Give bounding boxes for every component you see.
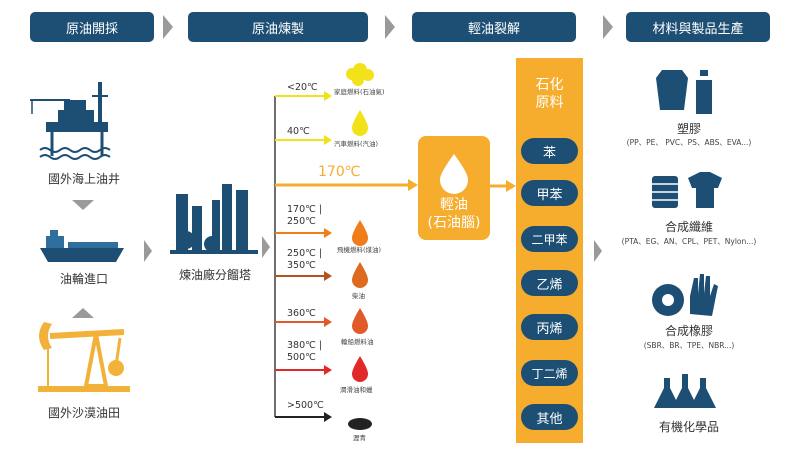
drop-icon [440,154,468,194]
drop-icon [352,308,368,334]
fraction-branch [275,317,332,327]
fraction-temp: 380℃ | 500℃ [287,340,323,363]
product-name: 有機化學品 [658,420,719,434]
drop-icon [352,262,368,288]
fraction-branch-naphtha [275,179,418,191]
stage-oil-extraction: 原油開採 [30,12,154,42]
refinery-icon [170,184,258,254]
fraction-temp: 250℃ | 350℃ [287,248,323,271]
fraction-branch [275,271,332,281]
stage-label: 材料與製品生產 [652,21,744,37]
product-sub: (SBR、BR、TPE、NBR...) [643,341,735,350]
raw-material-pill: 乙烯 [521,270,578,296]
product-name: 合成纖維 [664,220,713,234]
fraction-name: 飛機燃料(煤油) [337,246,382,254]
fraction-name: 輪船燃料油 [341,338,374,346]
tower-title: 石化 原料 [516,76,583,112]
gas-cloud-icon [346,63,374,86]
tower-title-line1: 石化 [535,77,564,93]
drop-icon [352,356,368,382]
product-sub: (PP、PE、 PVC、PS、ABS、EVA...) [626,138,752,147]
down-arrow-icon [72,200,94,210]
drop-icon [352,220,368,246]
raw-material-pill: 苯 [521,138,578,164]
raw-material-pill: 其他 [521,404,578,430]
tanker-label: 油輪進口 [59,272,108,286]
fraction-branch [275,135,332,145]
offshore-label: 國外海上油井 [47,172,120,186]
stage-materials-production: 材料與製品生產 [626,12,770,42]
stage-label: 輕油裂解 [467,21,520,37]
pumpjack-icon [38,322,130,392]
fraction-branch [275,365,332,375]
right-arrow-icon [506,180,516,192]
raw-material-pill: 甲苯 [521,180,578,206]
chevron-right-icon [385,15,395,39]
fraction-temp: 360℃ [287,308,316,319]
plastic-bottle-icon [656,70,712,114]
right-arrow-icon [594,240,602,262]
raw-material-pill: 丁二烯 [521,360,578,386]
tower-title-line2: 原料 [535,95,564,111]
asphalt-icon [348,418,372,430]
right-arrow-icon [144,240,152,262]
oil-rig-icon [30,82,111,160]
raw-material-pill: 二甲苯 [521,226,578,252]
chevron-right-icon [603,15,613,39]
fraction-temp: <20℃ [287,82,318,93]
fiber-shirt-icon [652,172,722,208]
fraction-name: 柴油 [352,292,365,300]
fraction-temp: 40℃ [287,126,310,137]
fraction-branch [275,228,332,238]
fraction-temp: >500℃ [287,400,324,411]
product-name: 塑膠 [676,122,701,136]
raw-material-pill: 丙烯 [521,314,578,340]
rubber-tire-glove-icon [652,274,718,316]
stage-oil-refining: 原油煉製 [188,12,368,42]
fraction-name: 汽車燃料(汽油) [334,140,379,148]
tanker-icon [40,230,124,262]
right-arrow-icon [262,236,270,258]
fraction-name: 潤滑油和蠟 [340,386,373,394]
up-arrow-icon [72,308,94,318]
naphtha-label: 輕油 (石油腦) [418,196,490,232]
fraction-temp: 170℃ | 250℃ [287,204,323,227]
product-sub: (PTA、EG、AN、CPL、PET、Nylon...) [621,237,757,246]
naphtha-line2: (石油腦) [427,215,481,231]
refinery-label: 煉油廠分餾塔 [178,268,251,282]
stage-naphtha-cracking: 輕油裂解 [412,12,576,42]
fraction-temp-naphtha: 170℃ [318,164,361,180]
fraction-branch [275,91,332,101]
stage-label: 原油開採 [65,21,118,37]
flask-icon [654,374,716,408]
drop-icon [352,110,368,136]
fraction-name: 家庭燃料(石油氣) [334,88,385,96]
stage-label: 原油煉製 [251,21,304,37]
fraction-name: 瀝青 [353,434,366,442]
chevron-right-icon [163,15,173,39]
desert-label: 國外沙漠油田 [47,406,120,420]
product-name: 合成橡膠 [664,324,713,338]
fraction-branch [275,412,332,422]
naphtha-line1: 輕油 [440,197,468,213]
